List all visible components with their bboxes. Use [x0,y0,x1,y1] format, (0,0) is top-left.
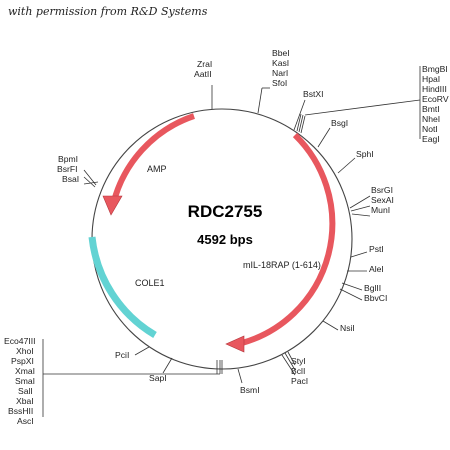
credit-note: with permission from R&D Systems [8,5,208,18]
mil18rap-feature-arc [241,132,336,346]
site-label-eagi: EagI [422,134,440,144]
site-label-bsrfi: BsrFI [57,164,78,174]
plasmid-size: 4592 bps [197,232,253,247]
amp-feature-arc [110,113,195,206]
site-label-sali: SalI [18,386,33,396]
feature-label-amp: AMP [147,164,167,174]
site-label-sphi: SphI [356,149,374,159]
amp-feature-arrowhead [102,195,123,216]
site-label-noti: NotI [422,124,438,134]
feature-label-cole1: COLE1 [135,278,165,288]
cole1-feature-arc [88,236,157,339]
site-label-sapi: SapI [149,373,167,383]
site-label-bsshii: BssHII [8,406,33,416]
site-label-sexai: SexAI [371,195,394,205]
site-label-bmgbi: BmgBI [422,64,448,74]
plasmid-name: RDC2755 [188,202,263,221]
site-label-bsmi: BsmI [240,385,260,395]
site-label-ecorv: EcoRV [422,94,449,104]
site-label-muni: MunI [371,205,390,215]
site-label-nsii: NsiI [340,323,355,333]
site-label-paci: PacI [291,376,308,386]
site-label-psti: PstI [369,244,384,254]
site-label-aatii: AatII [194,69,212,79]
site-label-smai: SmaI [15,376,35,386]
site-label-bsgi: BsgI [331,118,348,128]
site-label-hindiii: HindIII [422,84,447,94]
site-label-asci: AscI [17,416,34,426]
site-label-bcli: BclI [291,366,305,376]
site-label-eco47iii: Eco47III [4,336,36,346]
site-label-alei: AleI [369,264,384,274]
site-label-bsai: BsaI [62,174,79,184]
site-label-nhei: NheI [422,114,440,124]
mil18rap-feature-arrowhead [225,335,245,353]
site-label-bsrgi: BsrGI [371,185,393,195]
site-label-bstxi: BstXI [303,89,324,99]
site-label-bpmi: BpmI [58,154,78,164]
site-label-bbei: BbeI [272,48,290,58]
site-label-xmai: XmaI [15,366,35,376]
site-label-xbai: XbaI [16,396,34,406]
site-label-nari: NarI [272,68,288,78]
site-label-sfoi: SfoI [272,78,287,88]
site-label-zrai: ZraI [197,59,212,69]
site-label-pspxi: PspXI [11,356,34,366]
site-label-kasi: KasI [272,58,289,68]
site-label-styi: StyI [291,356,306,366]
site-label-bbvci: BbvCI [364,293,387,303]
site-label-hpai: HpaI [422,74,440,84]
feature-label-mil18rap: mIL-18RAP (1-614) [243,260,321,270]
site-label-xhoi: XhoI [16,346,34,356]
site-label-bglii: BglII [364,283,381,293]
site-label-bmti: BmtI [422,104,440,114]
site-label-pcii: PciI [115,350,129,360]
